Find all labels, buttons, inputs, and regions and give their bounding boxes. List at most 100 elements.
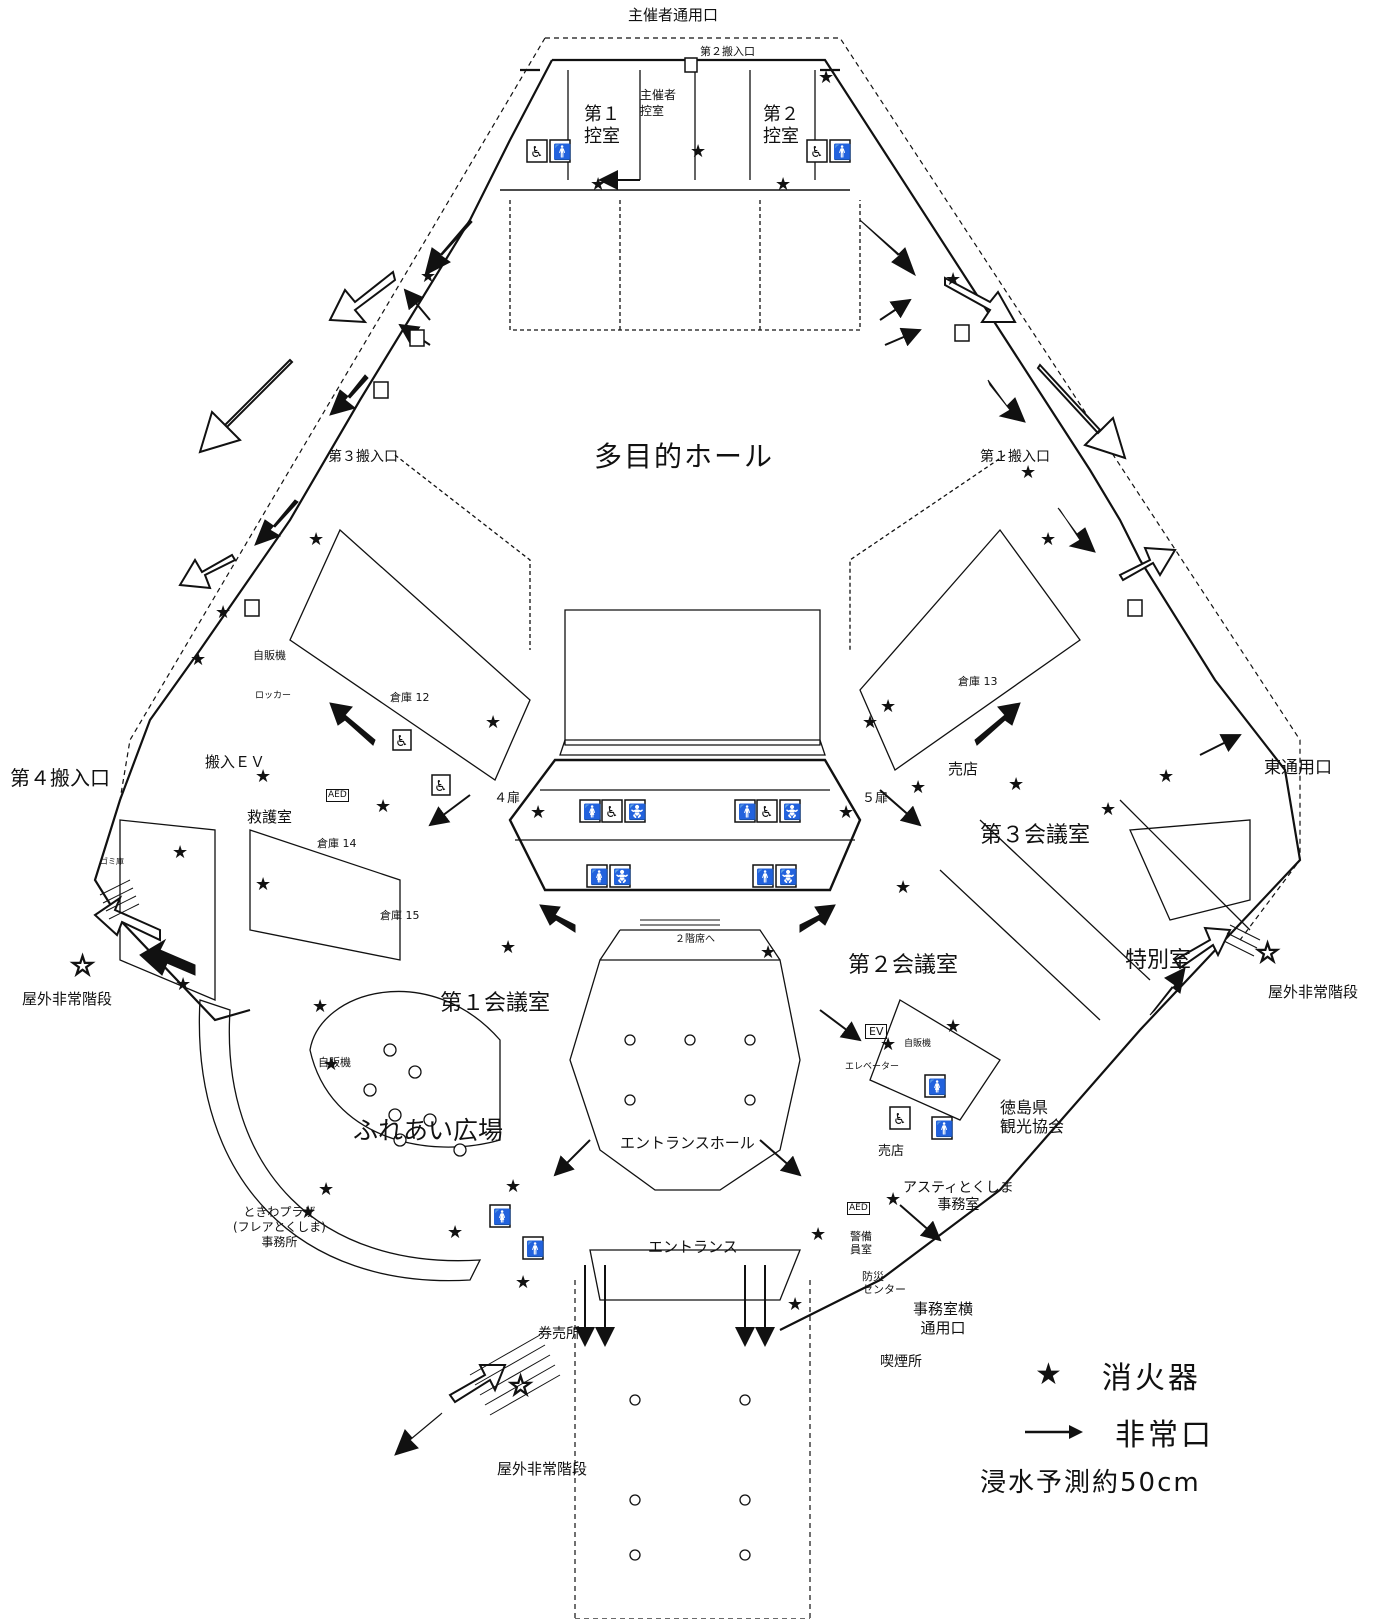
svg-text:♿: ♿ <box>893 1110 906 1128</box>
svg-text:♿: ♿ <box>605 803 618 821</box>
svg-text:🚺: 🚺 <box>583 803 602 821</box>
legend-extinguisher-label: 消火器 <box>1101 1361 1201 1396</box>
svg-text:★: ★ <box>172 842 188 863</box>
svg-text:★: ★ <box>818 67 834 88</box>
svg-text:★: ★ <box>447 1222 463 1243</box>
svg-text:★: ★ <box>215 602 231 623</box>
vending-machine-label-3: 自販機 <box>318 1056 351 1069</box>
svg-text:★: ★ <box>760 942 776 963</box>
outdoor-stairs-right-label: 屋外非常階段 <box>1268 983 1359 1001</box>
legend-extinguisher-row: ★ 消火器 <box>1035 1353 1201 1397</box>
svg-text:♿: ♿ <box>530 143 543 161</box>
garbage-room-label: ゴミ庫 <box>100 857 124 866</box>
svg-text:★: ★ <box>787 1294 803 1315</box>
waiting-room-1-label: 第１ 控室 <box>584 104 620 147</box>
restroom-icons <box>244 57 1143 1260</box>
restroom-glyphs: ♿🚹 ♿🚹 🚺♿🚼 🚹♿🚼 🚺🚼 🚹🚼 ♿♿ 🚺♿🚹 🚺🚹 <box>395 143 954 1258</box>
svg-text:★: ★ <box>590 174 606 195</box>
svg-text:♿: ♿ <box>810 143 823 161</box>
svg-text:★: ★ <box>945 1016 961 1037</box>
aed-badge-1: AED <box>326 789 349 802</box>
striped-evacuation-arrows <box>139 219 1186 1456</box>
svg-text:★: ★ <box>308 529 324 550</box>
svg-text:★: ★ <box>500 937 516 958</box>
svg-text:★: ★ <box>515 1272 531 1293</box>
emergency-exit-arrow-icon <box>1025 1425 1083 1439</box>
disaster-center-label: 防災 センター <box>862 1270 906 1297</box>
svg-text:★: ★ <box>838 802 854 823</box>
svg-text:♿: ♿ <box>760 803 773 821</box>
locker-label: ロッカー <box>255 691 292 701</box>
svg-text:🚹: 🚹 <box>833 143 852 161</box>
entrance-label: エントランス <box>648 1238 738 1256</box>
fire-extinguisher-icon: ★ <box>1035 1357 1062 1392</box>
svg-text:★: ★ <box>255 766 271 787</box>
svg-text:★: ★ <box>375 796 391 817</box>
outdoor-stairs-bottom-label: 屋外非常階段 <box>497 1460 588 1478</box>
svg-text:🚼: 🚼 <box>783 803 802 821</box>
entrance-hall-label: エントランスホール <box>620 1134 755 1152</box>
meeting-room-2-label: 第２会議室 <box>848 953 959 978</box>
office-side-entrance-label: 事務室横 通用口 <box>913 1300 974 1337</box>
svg-text:★: ★ <box>1008 774 1024 795</box>
svg-text:☆: ☆ <box>1255 936 1280 969</box>
loading-dock-2-label: 第２搬入口 <box>700 45 755 58</box>
interior-walls <box>119 70 1251 1301</box>
svg-text:🚹: 🚹 <box>553 143 572 161</box>
svg-text:★: ★ <box>910 777 926 798</box>
legend-exit-label: 非常口 <box>1115 1418 1214 1453</box>
east-entrance-label: 東通用口 <box>1264 758 1332 778</box>
svg-text:★: ★ <box>505 1176 521 1197</box>
svg-text:★: ★ <box>880 696 896 717</box>
warehouse-15-label: 倉庫 15 <box>380 909 420 922</box>
warehouse-13-label: 倉庫 13 <box>958 675 998 688</box>
svg-text:★: ★ <box>945 269 961 290</box>
svg-text:★: ★ <box>880 1034 896 1055</box>
svg-text:★: ★ <box>1020 462 1036 483</box>
svg-text:☆: ☆ <box>70 949 95 982</box>
svg-text:♿: ♿ <box>434 777 447 795</box>
outdoor-stairs-left-label: 屋外非常階段 <box>22 990 113 1008</box>
outdoor-stair-stars: ☆ ☆ ☆ <box>69 935 1281 1403</box>
organizer-waiting-room-label: 主催者 控室 <box>640 88 677 118</box>
svg-text:★: ★ <box>312 996 328 1017</box>
svg-text:♿: ♿ <box>395 732 408 750</box>
building-walls <box>93 58 1302 1331</box>
svg-text:🚺: 🚺 <box>590 868 609 886</box>
upstairs-label: ２階席へ <box>675 934 715 945</box>
warehouse-14-label: 倉庫 14 <box>317 837 357 850</box>
svg-text:★: ★ <box>255 874 271 895</box>
svg-text:★: ★ <box>775 174 791 195</box>
flood-prediction-note: 浸水予測約50cm <box>980 1468 1201 1498</box>
columns-and-tables <box>363 1034 756 1561</box>
svg-text:★: ★ <box>190 649 206 670</box>
svg-text:🚹: 🚹 <box>738 803 757 821</box>
svg-text:🚼: 🚼 <box>779 868 798 886</box>
first-aid-room-label: 救護室 <box>247 808 293 826</box>
loading-dock-3-label: 第３搬入口 <box>328 449 398 465</box>
svg-text:★: ★ <box>690 141 706 162</box>
door-5-label: ５扉 <box>862 791 889 806</box>
svg-text:★: ★ <box>175 974 191 995</box>
loading-dock-1-label: 第１搬入口 <box>980 449 1050 465</box>
stair-hatching <box>99 879 1261 1416</box>
asty-office-label: アスティとくしま 事務室 <box>903 1180 1014 1213</box>
emergency-exit-arrows <box>398 170 1242 1347</box>
svg-text:🚹: 🚹 <box>935 1120 954 1138</box>
shop-label-2: 売店 <box>878 1144 905 1159</box>
svg-text:🚼: 🚼 <box>613 868 632 886</box>
smoking-area-label: 喫煙所 <box>880 1354 922 1370</box>
svg-text:🚹: 🚹 <box>756 868 775 886</box>
aed-badge-2: AED <box>847 1202 870 1215</box>
tokiwa-plaza-office-label: ときわプラザ (フレアとくしま) 事務所 <box>233 1205 326 1249</box>
svg-text:🚼: 🚼 <box>628 803 647 821</box>
svg-text:★: ★ <box>1100 799 1116 820</box>
vending-machine-label-1: 自販機 <box>253 649 286 662</box>
loading-dock-4-label: 第４搬入口 <box>10 766 110 790</box>
svg-text:★: ★ <box>1040 529 1056 550</box>
svg-text:★: ★ <box>895 877 911 898</box>
shop-label-1: 売店 <box>948 760 979 778</box>
loading-ev-label: 搬入ＥＶ <box>205 753 266 771</box>
svg-text:★: ★ <box>810 1224 826 1245</box>
